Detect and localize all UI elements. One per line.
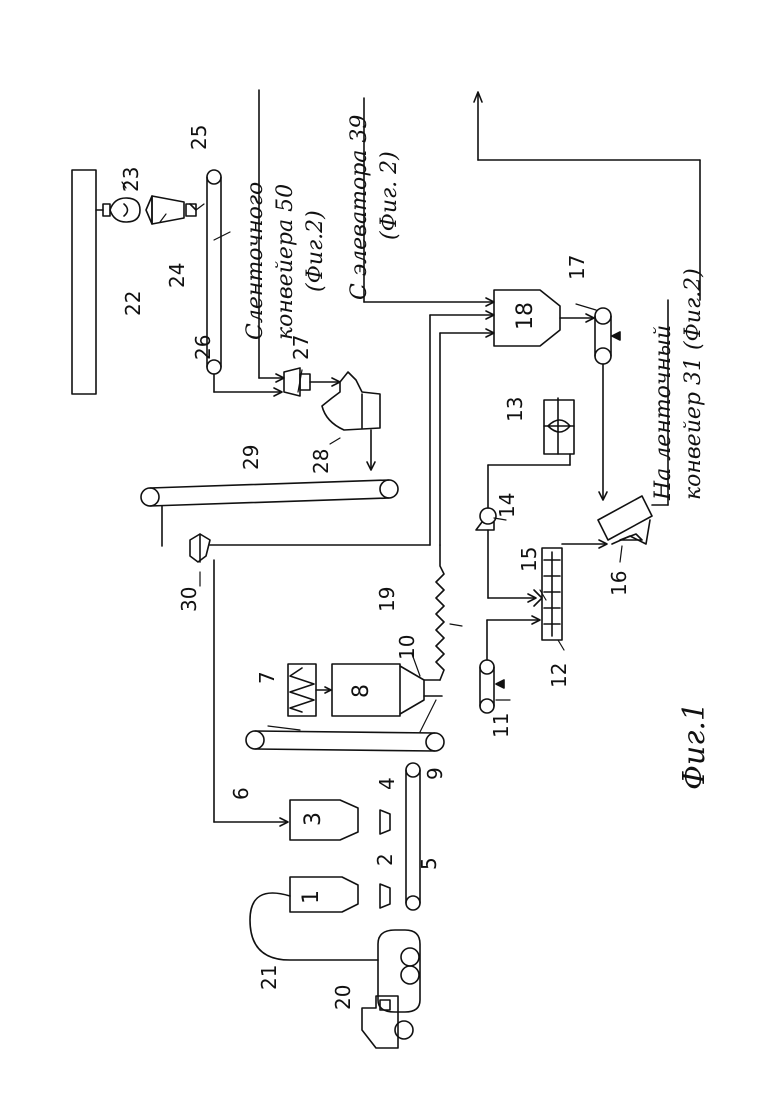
overhead-rail-22 — [72, 170, 96, 394]
mixer-8 — [332, 664, 424, 716]
annotation-from-elevator-39-line1: С элеватора 39 — [347, 115, 372, 300]
callout-13: 13 — [503, 397, 527, 422]
callout-21: 21 — [257, 965, 281, 990]
annotation-from-belt-50-line2: конвейера 50 — [273, 184, 298, 340]
callout-2: 2 — [373, 853, 397, 866]
callout-6: 6 — [229, 787, 253, 800]
annotation-from-belt-50-line1: Сленточного — [243, 182, 268, 340]
callout-12: 12 — [547, 663, 571, 688]
callout-23: 23 — [119, 167, 143, 192]
weigh-hopper-2 — [380, 884, 390, 908]
callout-labels: 1 2 3 4 5 6 7 8 9 10 11 12 13 14 15 16 1… — [119, 125, 631, 1010]
callout-30: 30 — [177, 587, 201, 612]
belt-conveyor-29 — [141, 480, 398, 506]
callout-18: 18 — [513, 302, 538, 330]
callout-9: 9 — [423, 767, 447, 780]
callout-25: 25 — [187, 125, 211, 150]
callout-8: 8 — [349, 684, 374, 698]
screw-feeder-7 — [288, 664, 316, 716]
hopper-24 — [146, 196, 184, 224]
distributor-30 — [190, 534, 210, 562]
screen-16 — [598, 496, 652, 544]
belt-feeder-17 — [595, 308, 620, 364]
tanker-truck-20 — [362, 930, 420, 1048]
annotation-to-belt-31-line2: конвейер 31 (Фиг.2) — [681, 268, 706, 500]
screw-mixer-12 — [542, 548, 562, 640]
sensor-25 — [186, 204, 196, 216]
collector-belt-5 — [406, 763, 420, 910]
annotation-from-elevator-39-line2: (Фиг. 2) — [377, 151, 402, 240]
callout-14: 14 — [495, 493, 519, 518]
annotation-from-belt-50-line3: (Фиг.2) — [303, 210, 328, 292]
callout-17: 17 — [565, 255, 589, 280]
callout-3: 3 — [301, 812, 326, 826]
callout-4: 4 — [375, 777, 399, 790]
callout-28: 28 — [309, 449, 333, 474]
leader-lines — [122, 182, 622, 732]
callout-1: 1 — [299, 890, 324, 904]
weigh-hopper-4 — [380, 810, 390, 834]
callout-20: 20 — [331, 985, 355, 1010]
tank-13 — [544, 398, 574, 454]
callout-24: 24 — [165, 263, 189, 288]
callout-15: 15 — [517, 547, 541, 572]
callout-19: 19 — [375, 587, 399, 612]
hoist-23 — [96, 198, 140, 222]
callout-29: 29 — [239, 445, 263, 470]
callout-5: 5 — [417, 857, 441, 870]
figure-caption: Фиг.1 — [677, 702, 712, 790]
callout-22: 22 — [121, 291, 145, 316]
annotation-to-belt-31-line1: На ленточный — [651, 325, 676, 501]
flexible-hose-19 — [436, 545, 444, 680]
callout-11: 11 — [489, 713, 513, 738]
feeder-27 — [284, 368, 310, 396]
belt-weigher-11 — [480, 660, 504, 713]
callout-10: 10 — [395, 635, 419, 660]
belt-conveyor-6 — [246, 731, 444, 751]
pump-14 — [476, 508, 496, 530]
callout-7: 7 — [255, 671, 279, 684]
callout-16: 16 — [607, 571, 631, 596]
callout-26: 26 — [191, 335, 215, 360]
mixer-28 — [322, 372, 380, 430]
